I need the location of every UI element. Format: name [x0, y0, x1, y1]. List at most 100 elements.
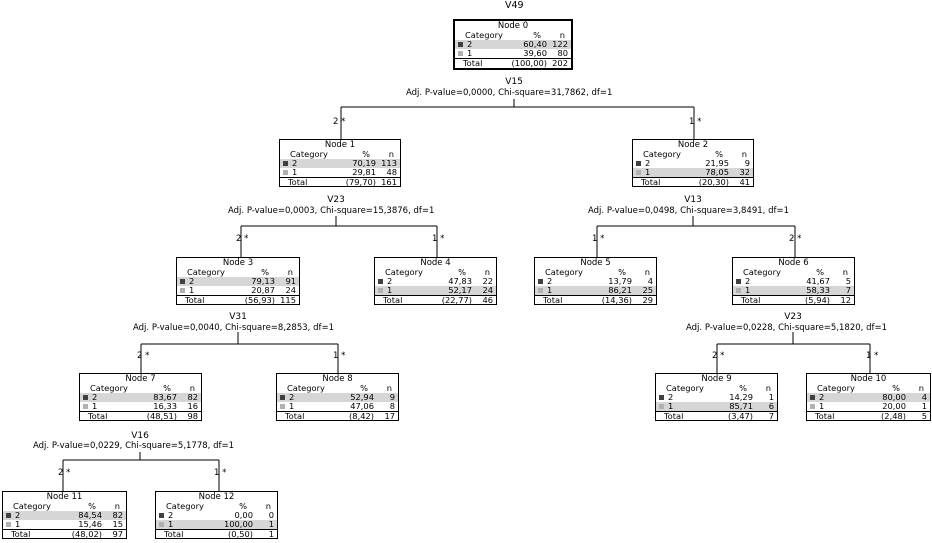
branch-label-node12: 1 * [214, 468, 227, 478]
row-pct: 52,94 [350, 392, 374, 402]
node-title: Node 2 [677, 140, 709, 150]
row-category: 1 [292, 167, 298, 177]
header-pct: % [261, 267, 269, 277]
row-n: 16 [187, 401, 198, 411]
total-n: 97 [112, 529, 123, 539]
header-n: n [484, 267, 490, 277]
split-stat-node7: Adj. P-value=0,0229, Chi-square=5,1778, … [33, 441, 234, 451]
header-category: Category [666, 383, 704, 393]
split-variable-v31: V31 [229, 312, 247, 322]
total-n: 202 [552, 58, 568, 68]
header-pct: % [360, 383, 368, 393]
row-category: 1 [15, 519, 21, 529]
row-pct: 39,60 [523, 48, 547, 58]
row-n: 9 [389, 392, 395, 402]
row-n: 80 [557, 48, 568, 58]
split-stat-node2: Adj. P-value=0,0498, Chi-square=3,8491, … [588, 206, 789, 216]
category-1-swatch [83, 404, 88, 409]
category-1-swatch [283, 170, 288, 175]
row-category: 2 [292, 158, 298, 168]
total-n: 46 [482, 295, 493, 305]
row-category: 1 [645, 167, 651, 177]
row-pct: 85,71 [729, 401, 753, 411]
split-variable-v15: V15 [505, 77, 523, 87]
category-2-swatch [6, 513, 11, 518]
row-category: 1 [819, 401, 825, 411]
header-category: Category [643, 149, 681, 159]
branch-label-node5: 1 * [592, 234, 605, 244]
branch-label-node6: 2 * [789, 234, 802, 244]
row-n: 25 [642, 285, 653, 295]
branch-label-node4: 1 * [432, 234, 445, 244]
row-n: 8 [389, 401, 395, 411]
header-category: Category [187, 267, 225, 277]
category-2-swatch [810, 395, 815, 400]
row-n: 5 [845, 276, 851, 286]
category-1-swatch [280, 404, 285, 409]
total-pct: (48,02) [71, 529, 102, 539]
header-n: n [918, 383, 924, 393]
header-n: n [741, 149, 747, 159]
total-label: Total [463, 58, 483, 68]
total-label: Total [185, 295, 205, 305]
category-1-swatch [378, 288, 383, 293]
row-n: 15 [112, 519, 123, 529]
row-pct: 14,29 [729, 392, 753, 402]
header-n: n [559, 30, 565, 40]
node-title: Node 5 [580, 258, 611, 268]
row-category: 2 [387, 276, 393, 286]
row-n: 82 [187, 392, 198, 402]
row-n: 48 [386, 167, 397, 177]
header-n: n [265, 501, 271, 511]
header-n: n [287, 267, 293, 277]
row-category: 2 [467, 39, 473, 49]
total-label: Total [11, 529, 31, 539]
header-pct: % [715, 149, 723, 159]
header-n: n [644, 267, 650, 277]
row-pct: 84,54 [78, 510, 102, 520]
split-stat-node3: Adj. P-value=0,0040, Chi-square=8,2853, … [133, 323, 334, 333]
row-pct: 100,00 [223, 519, 253, 529]
row-n: 22 [482, 276, 493, 286]
total-n: 7 [768, 411, 774, 421]
header-n: n [842, 267, 848, 277]
header-category: Category [817, 383, 855, 393]
branch-label-node9: 2 * [712, 351, 725, 361]
row-category: 2 [745, 276, 751, 286]
category-2-swatch [180, 279, 185, 284]
row-n: 122 [552, 39, 568, 49]
row-category: 2 [168, 510, 174, 520]
total-label: Total [741, 295, 761, 305]
header-pct: % [816, 267, 824, 277]
row-category: 2 [819, 392, 825, 402]
total-pct: (22,77) [441, 295, 472, 305]
row-pct: 70,19 [352, 158, 376, 168]
header-category: Category [465, 30, 503, 40]
row-category: 1 [92, 401, 98, 411]
total-n: 5 [921, 411, 927, 421]
total-label: Total [664, 411, 684, 421]
row-category: 2 [92, 392, 98, 402]
category-1-swatch [659, 404, 664, 409]
node-title: Node 0 [497, 21, 529, 31]
row-category: 2 [668, 392, 674, 402]
row-n: 82 [112, 510, 123, 520]
category-2-swatch [538, 279, 543, 284]
node-title: Node 3 [222, 258, 254, 268]
total-pct: (48,51) [146, 411, 177, 421]
node-title: Node 9 [701, 374, 732, 384]
row-category: 2 [15, 510, 21, 520]
